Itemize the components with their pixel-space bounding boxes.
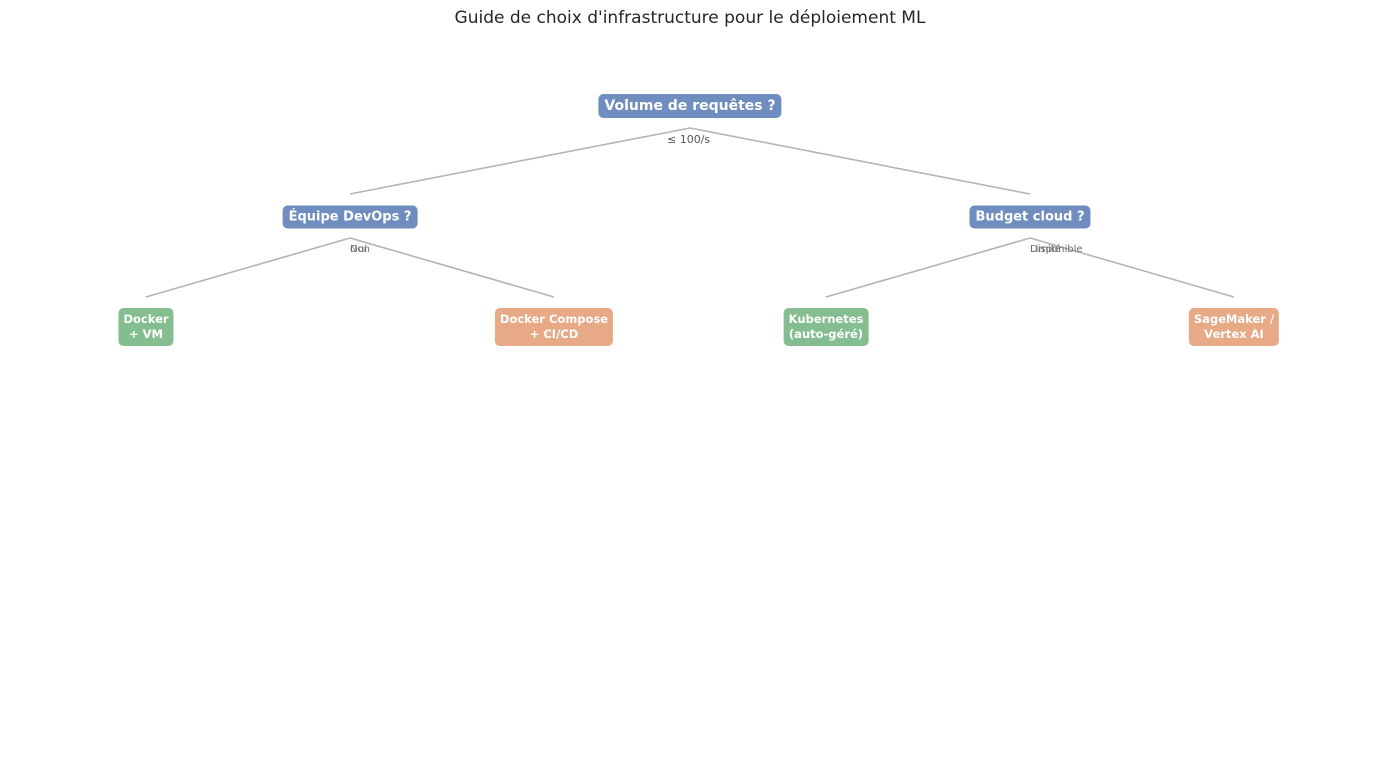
leaf-docker-vm-line1: Docker (123, 312, 169, 326)
root-edge-label: ≤ 100/s (667, 133, 711, 146)
edge-budget-sagemaker (1029, 237, 1235, 298)
leaf-sagemaker: SageMaker / Vertex AI (1188, 308, 1280, 346)
edge-devops-docker-vm (145, 237, 351, 298)
leaf-sagemaker-line1: SageMaker / (1193, 312, 1275, 326)
budget-edge-label-a: Limité (1030, 244, 1061, 255)
leaf-kubernetes-line2: (auto-géré) (788, 327, 864, 341)
leaf-kubernetes: Kubernetes (auto-géré) (783, 308, 869, 346)
devops-edge-label-b: Non (350, 244, 370, 255)
edge-budget-kubernetes (825, 237, 1031, 298)
edge-devops-docker-compose (349, 237, 555, 298)
root-decision-node: Volume de requêtes ? (598, 94, 782, 118)
leaf-docker-vm: Docker + VM (118, 308, 174, 346)
budget-edge-label-b: Disponible (1030, 244, 1083, 255)
devops-edge-label-a: Oui (350, 244, 367, 255)
diagram-title: Guide de choix d'infrastructure pour le … (454, 8, 926, 28)
leaf-docker-compose-line2: + CI/CD (529, 327, 579, 341)
leaf-kubernetes-line1: Kubernetes (788, 312, 864, 326)
budget-decision-label: Budget cloud ? (975, 209, 1085, 225)
root-decision-label: Volume de requêtes ? (604, 98, 776, 114)
devops-decision-node: Équipe DevOps ? (282, 205, 418, 229)
leaf-sagemaker-line2: Vertex AI (1204, 327, 1264, 341)
edge-root-devops (349, 127, 691, 195)
devops-decision-label: Équipe DevOps ? (288, 209, 412, 225)
edge-root-budget (689, 127, 1031, 195)
leaf-docker-compose-line1: Docker Compose (499, 312, 609, 326)
leaf-docker-vm-line2: + VM (129, 327, 163, 341)
budget-decision-node: Budget cloud ? (969, 205, 1091, 229)
leaf-docker-compose: Docker Compose + CI/CD (494, 308, 614, 346)
